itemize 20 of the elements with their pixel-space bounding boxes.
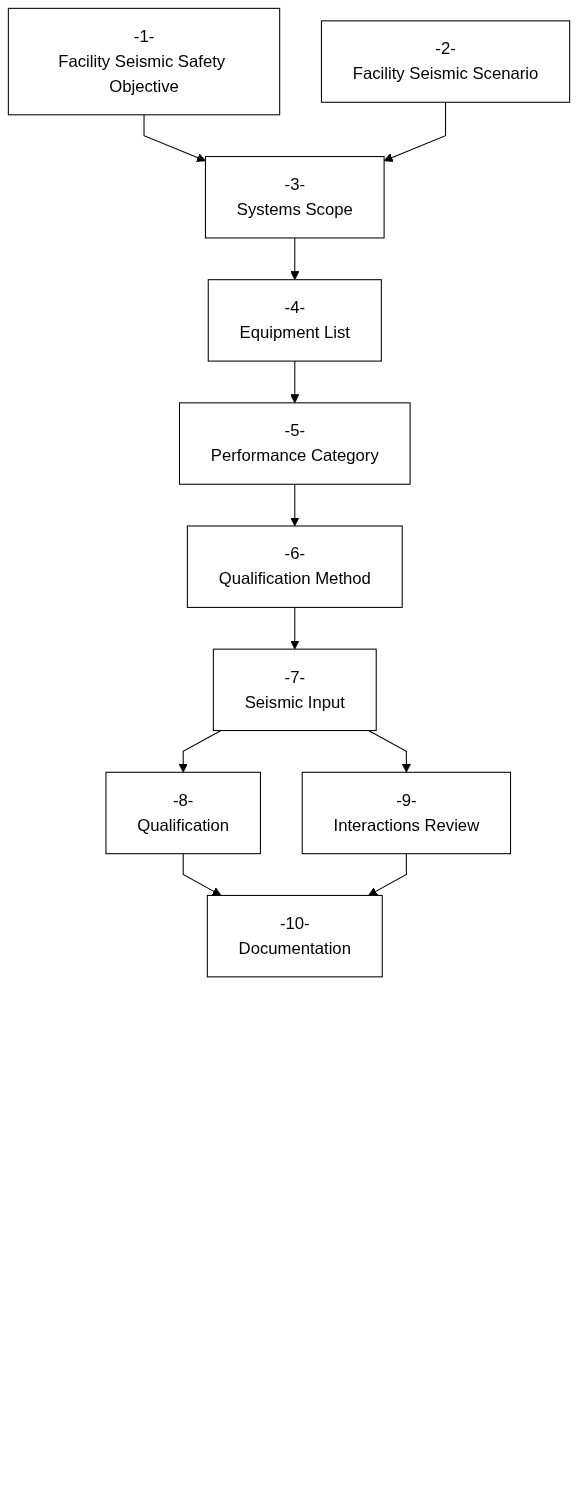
arrow — [383, 101, 447, 162]
node-box: -6- Qualification Method — [186, 525, 403, 608]
arrow — [368, 730, 411, 773]
arrow — [290, 606, 300, 650]
arrow — [290, 360, 300, 404]
arrow — [368, 853, 407, 896]
arrow — [290, 483, 300, 527]
arrow — [178, 730, 222, 773]
node-box: -10- Documentation — [206, 894, 383, 978]
node-box: -3- Systems Scope — [204, 156, 385, 239]
arrow — [182, 853, 222, 896]
node-box: -5- Performance Category — [178, 402, 411, 485]
arrow — [143, 114, 206, 162]
node-box: -4- Equipment List — [207, 279, 382, 362]
node-box: -1- Facility Seismic Safety Objective — [7, 7, 281, 116]
node-box: -8- Qualification — [105, 771, 261, 855]
arrow — [290, 237, 300, 281]
node-box: -2- Facility Seismic Scenario — [320, 20, 571, 103]
node-box: -7- Seismic Input — [212, 648, 377, 732]
node-box: -9- Interactions Review — [301, 771, 512, 855]
